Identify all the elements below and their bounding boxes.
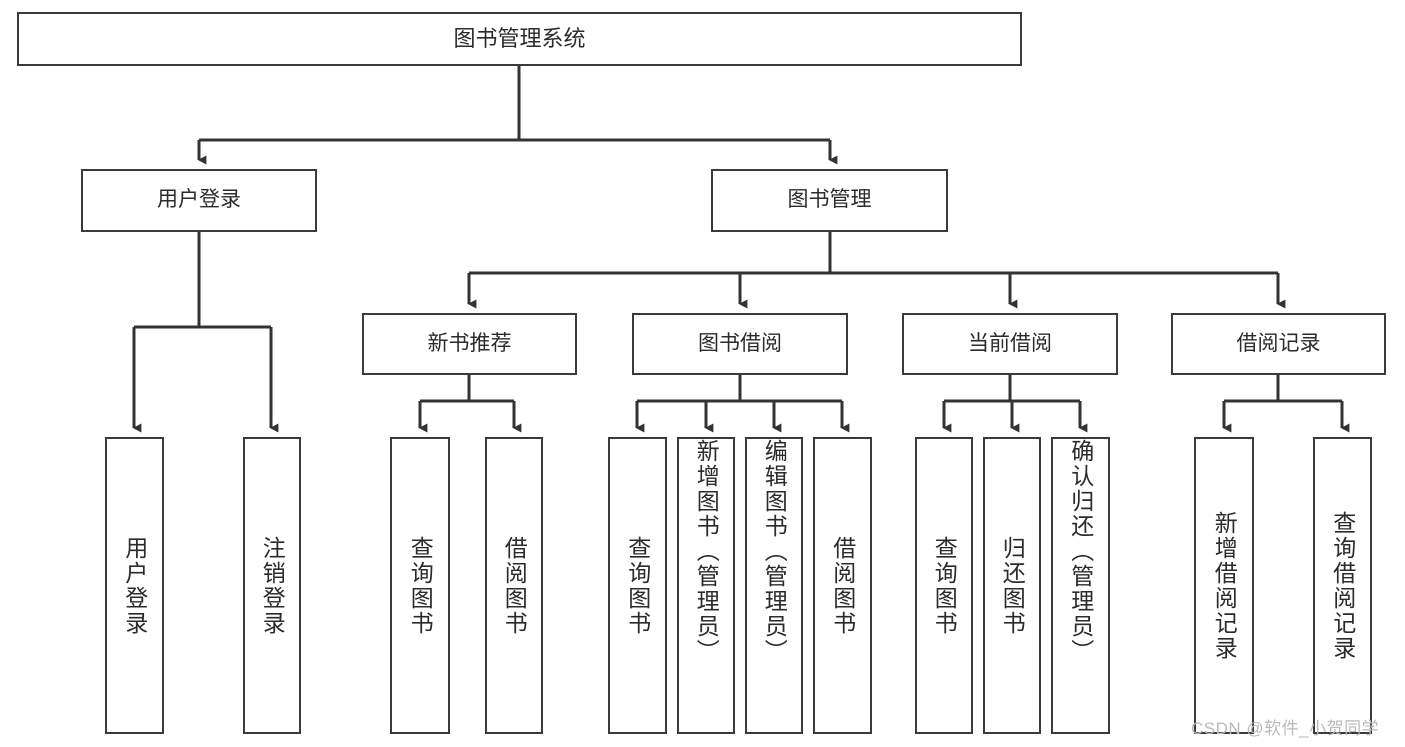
node-borrow-record-label: 借阅记录 — [1236, 331, 1321, 355]
node-leaf-query-book-1-label: 查询图书 — [407, 535, 434, 636]
node-leaf-borrow-book-1-label: 借阅图书 — [501, 535, 528, 636]
node-leaf-add-book-label: 新增图书（管理员） — [693, 439, 720, 664]
node-leaf-query-book-2[interactable]: 查询图书 — [608, 437, 667, 734]
node-leaf-logout-label: 注销登录 — [259, 535, 286, 636]
node-root[interactable]: 图书管理系统 — [17, 12, 1022, 66]
node-leaf-borrow-book-2[interactable]: 借阅图书 — [813, 437, 872, 734]
node-leaf-add-record-label: 新增借阅记录 — [1211, 510, 1238, 661]
node-leaf-edit-book-label: 编辑图书（管理员） — [761, 439, 788, 664]
node-leaf-confirm-return[interactable]: 确认归还（管理员） — [1051, 437, 1110, 734]
node-leaf-query-book-3-label: 查询图书 — [931, 535, 958, 636]
node-leaf-return-book[interactable]: 归还图书 — [983, 437, 1041, 734]
node-leaf-user-login-label: 用户登录 — [121, 535, 148, 636]
node-leaf-query-book-2-label: 查询图书 — [624, 535, 651, 636]
node-root-label: 图书管理系统 — [453, 26, 586, 52]
node-current-borrow[interactable]: 当前借阅 — [902, 313, 1118, 375]
node-leaf-user-login[interactable]: 用户登录 — [105, 437, 164, 734]
node-book-manage[interactable]: 图书管理 — [711, 169, 948, 232]
node-leaf-confirm-return-label: 确认归还（管理员） — [1067, 439, 1094, 664]
node-leaf-add-record[interactable]: 新增借阅记录 — [1194, 437, 1254, 734]
node-leaf-borrow-book-1[interactable]: 借阅图书 — [485, 437, 543, 734]
node-leaf-query-book-1[interactable]: 查询图书 — [390, 437, 450, 734]
node-user-login-label: 用户登录 — [157, 188, 241, 212]
node-book-borrow[interactable]: 图书借阅 — [632, 313, 848, 375]
node-book-borrow-label: 图书借阅 — [698, 331, 782, 355]
node-leaf-edit-book[interactable]: 编辑图书（管理员） — [745, 437, 803, 734]
node-leaf-add-book[interactable]: 新增图书（管理员） — [677, 437, 735, 734]
node-leaf-borrow-book-2-label: 借阅图书 — [829, 535, 856, 636]
node-borrow-record[interactable]: 借阅记录 — [1171, 313, 1386, 375]
node-user-login[interactable]: 用户登录 — [81, 169, 317, 232]
node-leaf-query-book-3[interactable]: 查询图书 — [915, 437, 973, 734]
node-new-book-rec[interactable]: 新书推荐 — [362, 313, 577, 375]
node-leaf-query-record[interactable]: 查询借阅记录 — [1313, 437, 1372, 734]
node-leaf-return-book-label: 归还图书 — [999, 535, 1026, 636]
node-new-book-rec-label: 新书推荐 — [427, 331, 512, 355]
node-current-borrow-label: 当前借阅 — [968, 331, 1052, 355]
node-book-manage-label: 图书管理 — [787, 188, 872, 212]
node-leaf-query-record-label: 查询借阅记录 — [1329, 510, 1356, 661]
csdn-watermark: CSDN @软件_小贺同学 — [1191, 719, 1380, 738]
node-leaf-logout[interactable]: 注销登录 — [243, 437, 301, 734]
